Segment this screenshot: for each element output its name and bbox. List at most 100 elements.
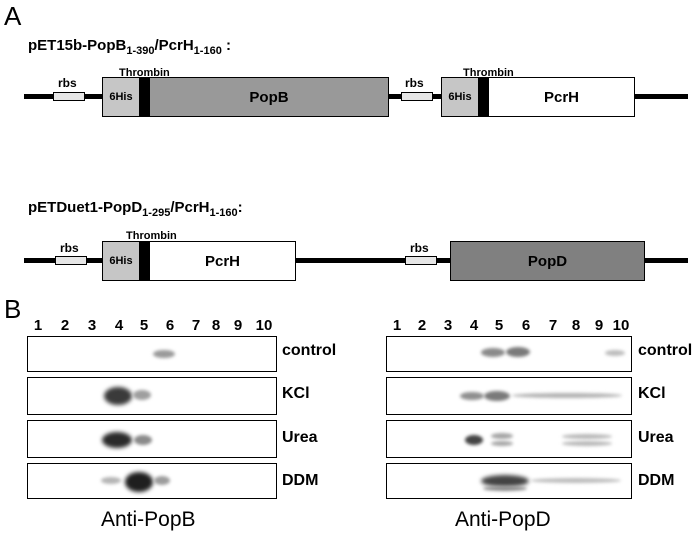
construct1-thrombin2-label: Thrombin (463, 67, 514, 79)
band (133, 390, 151, 400)
construct2-pcrh-segment: PcrH (150, 242, 295, 280)
left-label-control: control (282, 342, 337, 359)
construct1-mid: /PcrH (154, 37, 194, 54)
band (102, 432, 132, 448)
left-lane-1: 1 (33, 317, 43, 334)
right-lane-6: 6 (521, 317, 531, 334)
right-lane-8: 8 (571, 317, 581, 334)
popd-segment: PopD (451, 242, 644, 280)
band (125, 472, 153, 492)
left-lane-9: 9 (233, 317, 243, 334)
anti-popd-label: Anti-PopD (455, 508, 551, 531)
construct1-suffix: : (221, 37, 231, 54)
left-lane-5: 5 (139, 317, 149, 334)
left-blot-control (27, 336, 277, 372)
right-label-control: control (638, 342, 693, 359)
band (134, 435, 152, 445)
right-lane-5: 5 (494, 317, 504, 334)
construct1-thrombin-site (139, 78, 150, 116)
right-lane-2: 2 (417, 317, 427, 334)
right-blot-kcl (386, 377, 632, 415)
construct1-sub1: 1-390 (126, 45, 155, 57)
construct2-thrombin-site (139, 242, 150, 280)
right-lane-9: 9 (594, 317, 604, 334)
construct2-popd-gene: PopD (450, 241, 645, 281)
right-lane-numbers: 1 2 3 4 5 6 7 8 9 10 (0, 318, 700, 336)
right-blot-ddm (386, 463, 632, 499)
construct2-sub1: 1-295 (142, 207, 171, 219)
construct2-rbs1-box (55, 256, 87, 265)
construct2-mid: /PcrH (170, 199, 210, 216)
left-lane-6: 6 (165, 317, 175, 334)
left-lane-8: 8 (211, 317, 221, 334)
band (101, 477, 121, 484)
construct1-prefix: pET15b-PopB (28, 37, 127, 54)
left-label-urea: Urea (282, 429, 318, 446)
construct1-rbs2-label: rbs (405, 76, 424, 90)
construct1-his-tag-2: 6His (442, 78, 478, 116)
construct2-sub2: 1-160 (209, 207, 238, 219)
anti-popb-label: Anti-PopB (101, 508, 196, 531)
left-label-kcl: KCl (282, 385, 310, 402)
band (605, 350, 625, 356)
construct2-backbone (24, 258, 688, 263)
right-blot-urea (386, 420, 632, 458)
right-blot-control (386, 336, 632, 372)
right-label-urea: Urea (638, 429, 674, 446)
panel-b-letter: B (4, 294, 22, 324)
construct1-rbs1-label: rbs (58, 76, 77, 90)
construct1-pcrh-gene: 6His PcrH (441, 77, 635, 117)
construct2-rbs1-label: rbs (60, 241, 79, 255)
band (562, 441, 612, 446)
band (153, 350, 175, 358)
construct2-pcrh-gene: 6His PcrH (102, 241, 296, 281)
right-lane-10: 10 (612, 317, 630, 334)
band (481, 348, 505, 357)
panel-a-letter: A (4, 1, 22, 31)
left-blot-ddm (27, 463, 277, 499)
construct1-pcrh-segment: PcrH (489, 78, 634, 116)
right-lane-1: 1 (392, 317, 402, 334)
right-label-kcl: KCl (638, 385, 666, 402)
band (465, 435, 483, 445)
construct1-title: pET15b-PopB1-390/PcrH1-160 : (28, 38, 231, 57)
right-lane-4: 4 (469, 317, 479, 334)
band (512, 393, 622, 398)
band (506, 347, 530, 357)
construct2-rbs2-box (405, 256, 437, 265)
construct1-his-tag: 6His (103, 78, 139, 116)
construct2-rbs2-label: rbs (410, 241, 429, 255)
left-lane-10: 10 (255, 317, 273, 334)
construct1-sub2: 1-160 (193, 45, 222, 57)
left-blot-kcl (27, 377, 277, 415)
band (481, 475, 529, 487)
construct2-prefix: pETDuet1-PopD (28, 199, 143, 216)
construct2-his-tag: 6His (103, 242, 139, 280)
construct1-thrombin1-label: Thrombin (119, 67, 170, 79)
band (531, 478, 621, 483)
left-lane-numbers: 1 2 3 4 5 6 7 8 9 10 (0, 318, 700, 336)
band (491, 433, 513, 439)
band (562, 434, 612, 439)
right-lane-7: 7 (548, 317, 558, 334)
band (104, 387, 132, 405)
band (491, 441, 513, 446)
right-label-ddm: DDM (638, 472, 675, 489)
band (483, 486, 527, 491)
band (460, 392, 484, 400)
left-label-ddm: DDM (282, 472, 319, 489)
popb-segment: PopB (150, 78, 388, 116)
left-lane-4: 4 (114, 317, 124, 334)
left-lane-7: 7 (191, 317, 201, 334)
right-lane-3: 3 (443, 317, 453, 334)
construct1-popb-gene: 6His PopB (102, 77, 389, 117)
construct2-title: pETDuet1-PopD1-295/PcrH1-160: (28, 200, 243, 219)
construct2-suffix: : (237, 199, 243, 216)
band (484, 391, 510, 401)
left-lane-3: 3 (87, 317, 97, 334)
left-blot-urea (27, 420, 277, 458)
construct1-thrombin-site-2 (478, 78, 489, 116)
band (154, 476, 170, 485)
left-lane-2: 2 (60, 317, 70, 334)
construct1-rbs2-box (401, 92, 433, 101)
